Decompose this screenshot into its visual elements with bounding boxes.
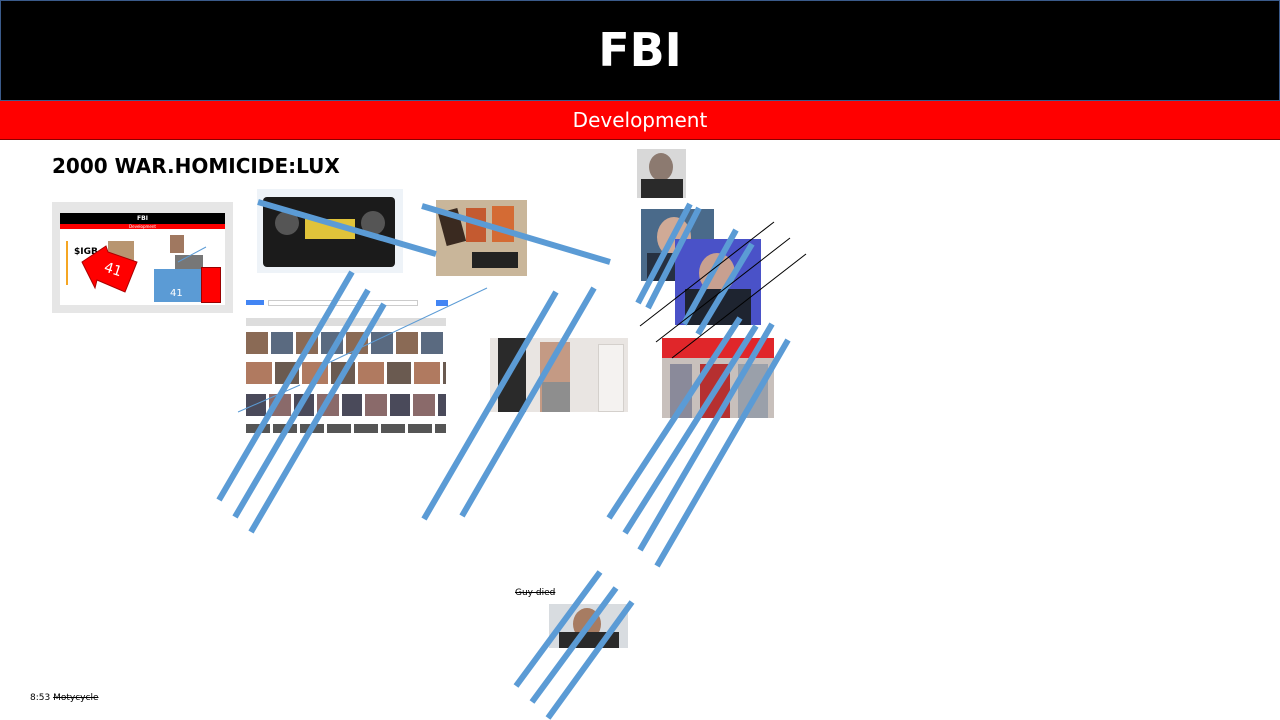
guy-died-caption: Guy died — [515, 588, 556, 598]
slide-header: FBI — [0, 0, 1280, 101]
bottom-photo — [549, 604, 628, 648]
thumbnail-subtitle: Development — [60, 224, 225, 229]
slide-subheader: Development — [0, 101, 1280, 140]
motorcycle-label: Motycycle — [53, 693, 99, 703]
vhs-collection-image — [436, 200, 527, 276]
thumbnail-box-number: 41 — [170, 288, 183, 299]
timestamp-caption: 8:53 Motycycle — [30, 693, 98, 703]
thumbnail-title: FBI — [60, 213, 225, 224]
slide-thumbnail-image: FBI Development $IGB 41 — [52, 202, 233, 313]
slide-subtitle: Development — [572, 108, 708, 132]
thumbnail-big-label: $IGB — [74, 247, 98, 257]
workout-photo — [490, 338, 628, 412]
slide-title: FBI — [598, 23, 682, 77]
slide-heading: 2000 WAR.HOMICIDE:LUX — [52, 154, 340, 178]
portrait-photo-1 — [637, 149, 686, 198]
portrait-photo-3 — [675, 239, 761, 325]
time-label: 8:53 — [30, 693, 51, 703]
storefront-photo — [662, 338, 774, 418]
image-search-screenshot — [244, 296, 449, 433]
vhs-tape-image — [257, 189, 403, 273]
